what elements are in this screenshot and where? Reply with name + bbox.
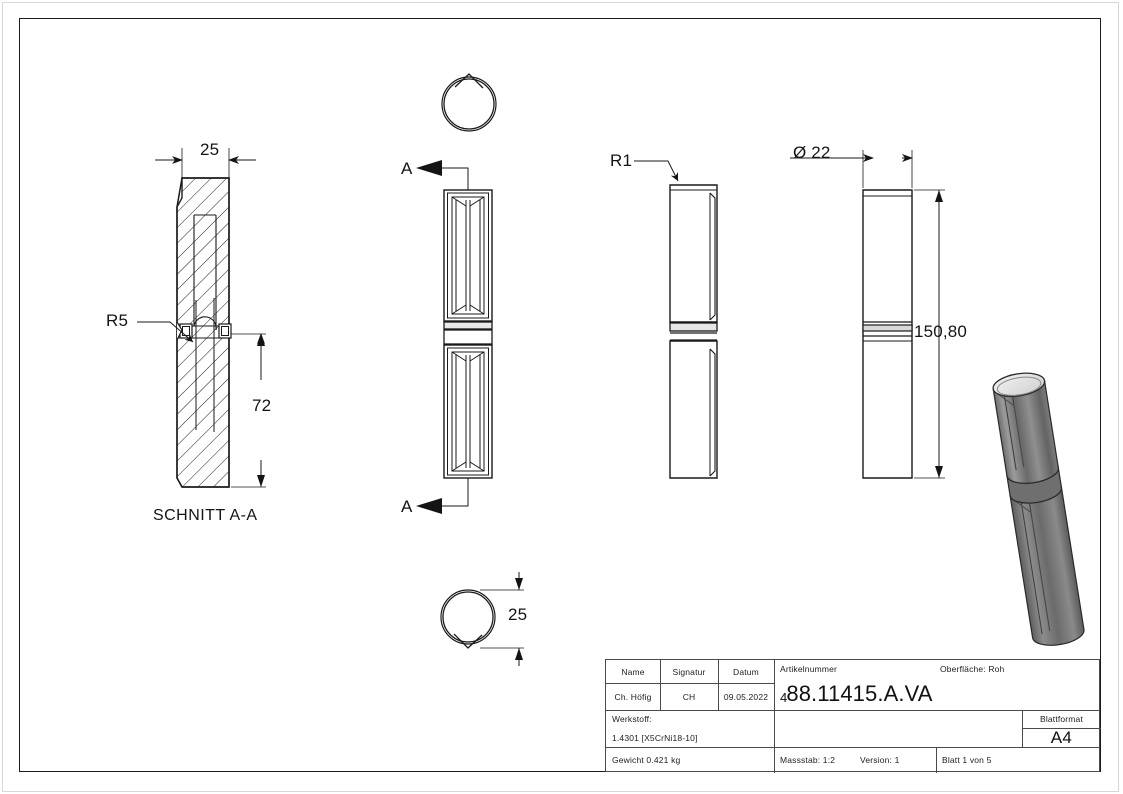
- dim-label-section-height: 72: [252, 396, 272, 415]
- th-name: Name: [621, 666, 645, 677]
- article-number-lead: 4: [780, 690, 788, 705]
- dim-label-length-150-80: 150,80: [914, 322, 968, 341]
- td-weight: Gewicht 0.421 kg: [612, 755, 681, 765]
- th-article-number: Artikelnummer: [780, 664, 837, 674]
- drawing-frame: [19, 18, 1101, 772]
- dim-label-r5: R5: [106, 311, 129, 330]
- dim-label-r1: R1: [610, 151, 633, 170]
- tb-rule-1: [606, 683, 774, 685]
- section-mark-a-top: A: [401, 159, 413, 178]
- td-version: Version: 1: [860, 755, 900, 765]
- th-date: Datum: [733, 666, 759, 677]
- tb-vrule-5: [936, 747, 938, 773]
- section-mark-a-bottom: A: [401, 497, 413, 516]
- td-name: Ch. Höfig: [614, 691, 652, 702]
- dim-label-bottom-25: 25: [508, 605, 528, 624]
- td-sheet-format: A4: [1050, 727, 1073, 747]
- tb-rule-4: [1022, 728, 1101, 730]
- title-block: Name Signatur Datum Artikelnummer Oberfl…: [605, 659, 1101, 773]
- td-signature: CH: [682, 691, 696, 702]
- td-date: 09.05.2022: [723, 691, 769, 702]
- td-material: 1.4301 [X5CrNi18-10]: [612, 732, 698, 743]
- tb-vrule-4: [1022, 710, 1024, 747]
- tb-vrule-1: [660, 660, 662, 710]
- td-sheet: Blatt 1 von 5: [942, 755, 992, 765]
- dim-label-diameter-22: Ø 22: [793, 143, 831, 162]
- th-surface: Oberfläche: Roh: [940, 664, 1005, 674]
- tb-vrule-2: [718, 660, 720, 710]
- tb-rule-3: [606, 747, 1099, 749]
- td-scale: Massstab: 1:2: [780, 755, 836, 765]
- section-view-caption: SCHNITT A-A: [153, 507, 258, 524]
- th-material: Werkstoff:: [612, 714, 652, 724]
- article-number-main: 88.11415.A.VA: [786, 680, 933, 706]
- th-signature: Signatur: [672, 666, 706, 677]
- dim-label-section-width: 25: [200, 140, 220, 159]
- th-sheet-format: Blattformat: [1040, 714, 1083, 724]
- tb-rule-2: [606, 710, 1099, 712]
- tb-vrule-3: [774, 660, 776, 773]
